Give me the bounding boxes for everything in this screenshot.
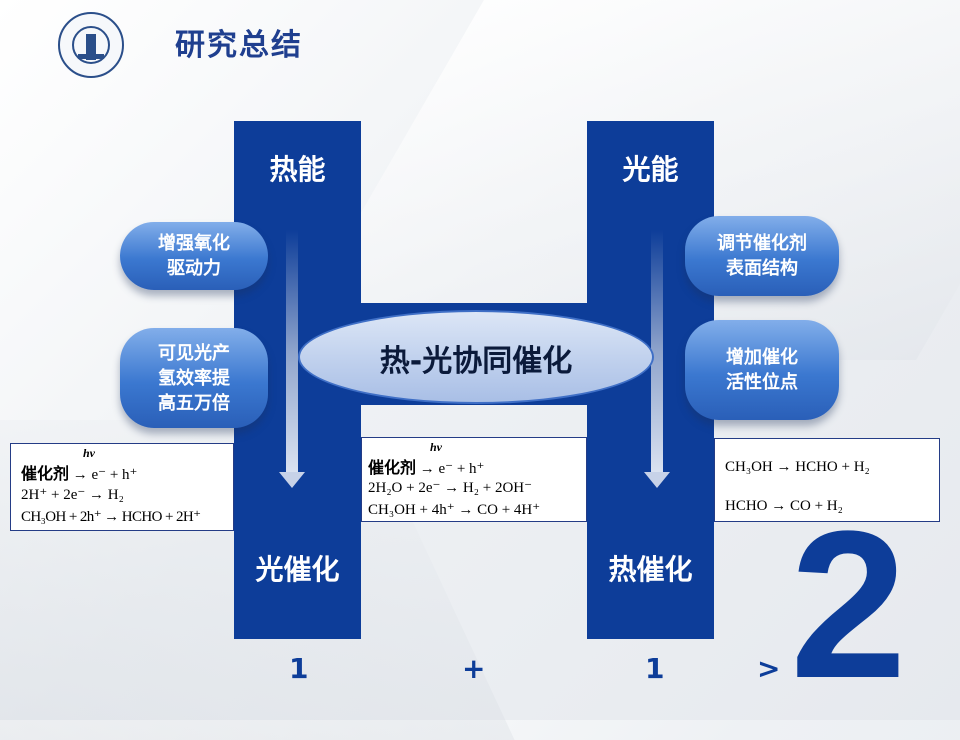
right-down-arrow-shaft (651, 230, 663, 474)
equation-line: CH₃OH + 2h⁺ → HCHO + 2H⁺ (21, 509, 201, 525)
equation-box-synergy: hv 催化剂 → e⁻ + h⁺ 2H₂O + 2e⁻ → H₂ + 2OH⁻ … (361, 437, 587, 522)
page-title: 研究总结 (175, 28, 303, 63)
equation-line: CH₃OH → HCHO + H₂ (725, 459, 870, 475)
right-down-arrow-head (644, 472, 670, 488)
equation-box-photocatalysis: hv 催化剂 → e⁻ + h⁺ 2H⁺ + 2e⁻ → H₂ CH₃OH + … (10, 443, 234, 531)
bottom-plus: + (462, 652, 486, 685)
equation-line: CH₃OH + 4h⁺ → CO + 4H⁺ (368, 502, 541, 518)
pill-surface-structure: 调节催化剂 表面结构 (685, 216, 839, 296)
catalyst-label: 催化剂 (21, 466, 70, 483)
equation-line: 2H⁺ + 2e⁻ → H₂ (21, 487, 124, 503)
label-thermocatalysis: 热催化 (608, 553, 693, 586)
pill-active-sites: 增加催化 活性位点 (685, 320, 839, 420)
pill-line: 增强氧化 (158, 233, 230, 254)
hv-label: hv (430, 440, 442, 454)
equation-box-thermocatalysis: CH₃OH → HCHO + H₂ HCHO → CO + H₂ (714, 438, 940, 522)
synergy-label: 热-光协同催化 (379, 344, 573, 379)
pill-line: 调节催化剂 (717, 233, 807, 254)
label-thermal-energy: 热能 (269, 153, 326, 186)
pill-enhance-oxidation: 增强氧化 驱动力 (120, 222, 268, 290)
bottom-greater: > (757, 652, 781, 685)
big-two: 2 (790, 487, 907, 722)
label-photocatalysis: 光催化 (255, 553, 340, 586)
left-down-arrow-head (279, 472, 305, 488)
logo-ring (72, 26, 110, 64)
pill-line: 表面结构 (726, 258, 798, 279)
logo-tower (86, 34, 96, 60)
equation-line: HCHO → CO + H₂ (725, 498, 843, 514)
pill-line: 驱动力 (167, 258, 221, 279)
pill-line: 氢效率提 (158, 367, 230, 389)
left-down-arrow-shaft (286, 230, 298, 474)
catalyst-label: 催化剂 (368, 460, 417, 477)
pill-hydrogen-efficiency: 可见光产 氢效率提 高五万倍 (120, 328, 268, 428)
bottom-one-right: 1 (645, 652, 665, 685)
bottom-one-left: 1 (289, 652, 309, 685)
pill-line: 高五万倍 (158, 392, 230, 414)
hv-label: hv (83, 446, 95, 460)
equation-line: → e⁻ + h⁺ (72, 467, 138, 483)
university-logo (58, 12, 124, 78)
logo-base (78, 54, 104, 59)
pill-line: 增加催化 (726, 347, 798, 368)
equation-line: → e⁻ + h⁺ (419, 461, 485, 477)
pill-line: 活性位点 (726, 372, 798, 393)
synergy-ellipse (298, 310, 654, 404)
label-light-energy: 光能 (622, 153, 679, 186)
pill-line: 可见光产 (158, 342, 230, 364)
equation-line: 2H₂O + 2e⁻ → H₂ + 2OH⁻ (368, 480, 533, 496)
